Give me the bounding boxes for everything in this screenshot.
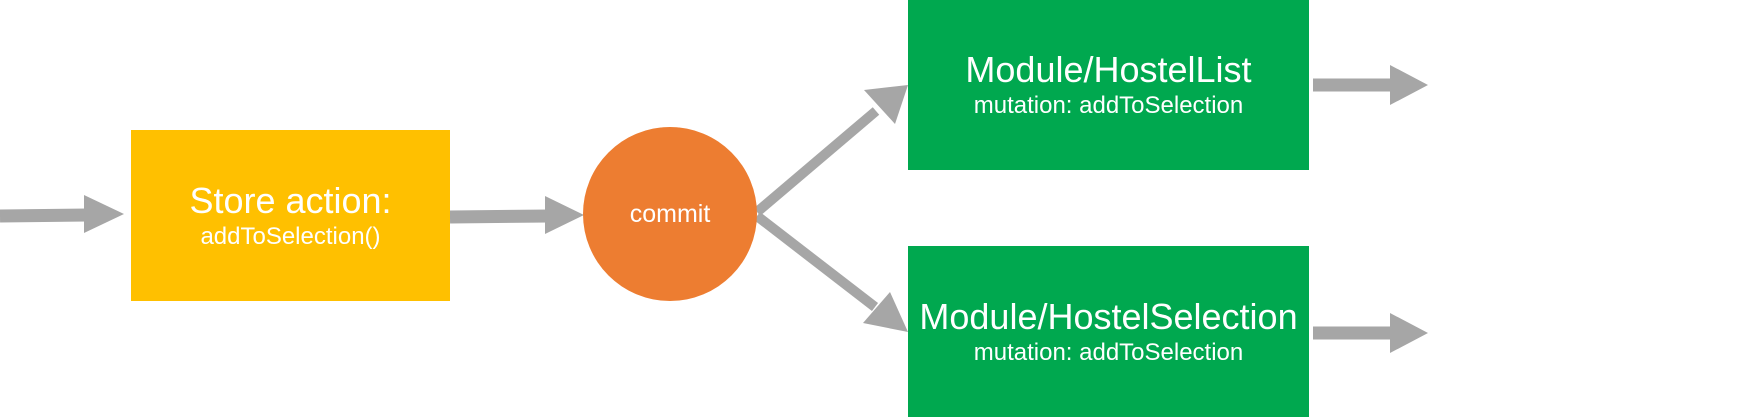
store-action-subtitle: addToSelection(): [200, 222, 381, 250]
commit-to-list-arrow: [753, 85, 908, 216]
commit-label: commit: [629, 200, 711, 228]
module-hostel-list-subtitle: mutation: addToSelection: [973, 92, 1244, 119]
input-arrow: [0, 195, 124, 233]
commit-to-selection-arrow: [753, 212, 908, 332]
module-hostel-list-title: Module/HostelList: [965, 49, 1252, 90]
module-hostel-selection-title: Module/HostelSelection: [919, 295, 1298, 337]
store-action-box: Store action: addToSelection(): [131, 130, 450, 301]
store-action-title: Store action:: [189, 179, 392, 221]
module-hostel-selection-box: Module/HostelSelection mutation: addToSe…: [908, 246, 1309, 417]
action-to-commit-arrow: [449, 196, 584, 234]
module-hostel-list-box: Module/HostelList mutation: addToSelecti…: [908, 0, 1309, 170]
module-hostel-selection-subtitle: mutation: addToSelection: [973, 338, 1244, 366]
commit-circle: commit: [583, 127, 757, 301]
list-output-arrow: [1313, 65, 1428, 105]
selection-output-arrow: [1313, 313, 1428, 353]
